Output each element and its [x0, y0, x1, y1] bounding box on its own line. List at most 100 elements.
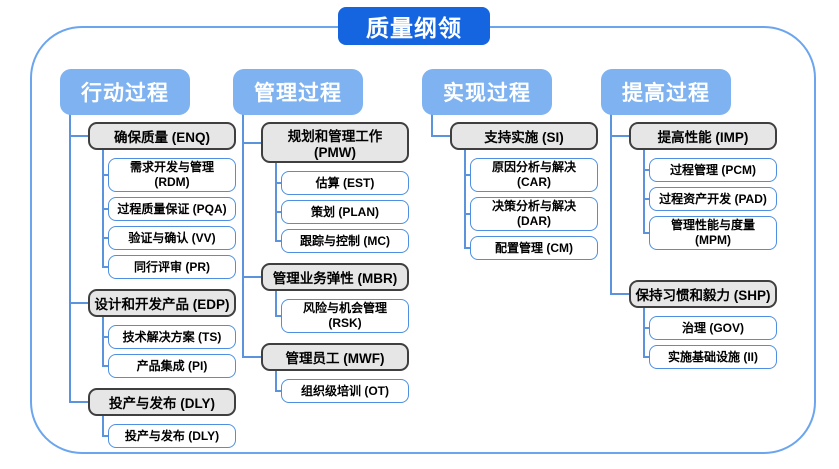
process-column: 管理过程规划和管理工作 (PMW)估算 (EST)策划 (PLAN)跟踪与控制 … [233, 69, 418, 403]
process-column: 提高过程提高性能 (IMP) 过程管理 (PCM) 过程资产开发 (PAD) 管理性能… [601, 69, 786, 369]
connector-line [610, 135, 629, 137]
connector-line [275, 240, 281, 242]
process-box: 管理性能与度量 (MPM) [649, 216, 777, 250]
category-box: 设计和开发产品 (EDP) [88, 289, 236, 317]
connector-line [102, 149, 104, 268]
process-group: 确保质量 (ENQ) 需求开发与管理 (RDM) 过程质量保证 (PQA) 验证与确认… [60, 122, 245, 279]
connector-line [102, 174, 108, 176]
group-children: 投产与发布 (DLY) [60, 424, 245, 448]
category-box: 保持习惯和毅力 (SHP) [629, 280, 777, 308]
process-group: 规划和管理工作 (PMW)估算 (EST)策划 (PLAN)跟踪与控制 (MC) [233, 122, 418, 253]
category-box: 投产与发布 (DLY) [88, 388, 236, 416]
connector-line [464, 149, 466, 249]
column-header: 管理过程 [233, 69, 363, 115]
group-children: 技术解决方案 (TS)产品集成 (PI) [60, 325, 245, 378]
process-box: 过程质量保证 (PQA) [108, 197, 236, 221]
connector-line [431, 135, 450, 137]
process-box: 原因分析与解决 (CAR) [470, 158, 598, 192]
process-box: 产品集成 (PI) [108, 354, 236, 378]
process-box: 投产与发布 (DLY) [108, 424, 236, 448]
connector-line [69, 302, 88, 304]
connector-line [102, 336, 108, 338]
connector-line [643, 232, 649, 234]
process-group: 管理员工 (MWF) 组织级培训 (OT) [233, 343, 418, 403]
connector-line [464, 213, 470, 215]
connector-line [643, 149, 645, 234]
connector-line [275, 390, 281, 392]
process-group: 设计和开发产品 (EDP) 技术解决方案 (TS)产品集成 (PI) [60, 289, 245, 378]
process-box: 决策分析与解决 (DAR) [470, 197, 598, 231]
group-children: 过程管理 (PCM) 过程资产开发 (PAD) 管理性能与度量 (MPM) [601, 158, 786, 250]
connector-line [69, 401, 88, 403]
connector-line [242, 114, 244, 358]
category-box: 确保质量 (ENQ) [88, 122, 236, 150]
category-box: 规划和管理工作 (PMW) [261, 122, 409, 163]
connector-line [69, 135, 88, 137]
diagram-title: 质量纲领 [338, 7, 490, 45]
connector-line [275, 162, 277, 242]
column-header: 实现过程 [422, 69, 552, 115]
category-box: 提高性能 (IMP) [629, 122, 777, 150]
column-header: 提高过程 [601, 69, 731, 115]
group-children: 治理 (GOV) 实施基础设施 (II) [601, 316, 786, 369]
connector-line [242, 142, 261, 144]
category-box: 管理员工 (MWF) [261, 343, 409, 371]
connector-line [275, 211, 281, 213]
group-children: 组织级培训 (OT) [233, 379, 418, 403]
process-group: 投产与发布 (DLY) 投产与发布 (DLY) [60, 388, 245, 448]
connector-line [102, 237, 108, 239]
process-column: 行动过程确保质量 (ENQ) 需求开发与管理 (RDM) 过程质量保证 (PQA) 验… [60, 69, 245, 448]
connector-line [102, 435, 108, 437]
connector-line [102, 266, 108, 268]
process-group: 支持实施 (SI) 原因分析与解决 (CAR) 决策分析与解决 (DAR) 配置管理 … [422, 122, 607, 260]
connector-line [464, 174, 470, 176]
connector-line [275, 290, 277, 317]
process-box: 配置管理 (CM) [470, 236, 598, 260]
process-group: 提高性能 (IMP) 过程管理 (PCM) 过程资产开发 (PAD) 管理性能与度量 … [601, 122, 786, 250]
process-box: 跟踪与控制 (MC) [281, 229, 409, 253]
group-children: 估算 (EST)策划 (PLAN)跟踪与控制 (MC) [233, 171, 418, 253]
connector-line [643, 169, 649, 171]
column-header: 行动过程 [60, 69, 190, 115]
connector-line [643, 198, 649, 200]
connector-line [643, 327, 649, 329]
column-body: 规划和管理工作 (PMW)估算 (EST)策划 (PLAN)跟踪与控制 (MC)… [233, 115, 418, 403]
connector-line [102, 415, 104, 437]
process-group: 保持习惯和毅力 (SHP) 治理 (GOV) 实施基础设施 (II) [601, 280, 786, 369]
connector-line [610, 114, 612, 295]
connector-line [643, 356, 649, 358]
process-group: 管理业务弹性 (MBR) 风险与机会管理 (RSK) [233, 263, 418, 333]
connector-line [102, 316, 104, 367]
connector-line [242, 276, 261, 278]
process-box: 同行评审 (PR) [108, 255, 236, 279]
connector-line [242, 356, 261, 358]
process-box: 实施基础设施 (II) [649, 345, 777, 369]
connector-line [431, 114, 433, 137]
column-body: 支持实施 (SI) 原因分析与解决 (CAR) 决策分析与解决 (DAR) 配置管理 … [422, 115, 607, 260]
connector-line [464, 247, 470, 249]
process-box: 治理 (GOV) [649, 316, 777, 340]
group-children: 需求开发与管理 (RDM) 过程质量保证 (PQA) 验证与确认 (VV) 同行评审 … [60, 158, 245, 279]
process-box: 需求开发与管理 (RDM) [108, 158, 236, 192]
process-column: 实现过程支持实施 (SI) 原因分析与解决 (CAR) 决策分析与解决 (DAR) 配… [422, 69, 607, 260]
category-box: 支持实施 (SI) [450, 122, 598, 150]
connector-line [102, 208, 108, 210]
group-children: 风险与机会管理 (RSK) [233, 299, 418, 333]
column-body: 提高性能 (IMP) 过程管理 (PCM) 过程资产开发 (PAD) 管理性能与度量 … [601, 115, 786, 369]
connector-line [102, 365, 108, 367]
connector-line [610, 293, 629, 295]
connector-line [275, 315, 281, 317]
process-box: 过程管理 (PCM) [649, 158, 777, 182]
connector-line [643, 307, 645, 358]
process-box: 验证与确认 (VV) [108, 226, 236, 250]
column-body: 确保质量 (ENQ) 需求开发与管理 (RDM) 过程质量保证 (PQA) 验证与确认… [60, 115, 245, 448]
group-children: 原因分析与解决 (CAR) 决策分析与解决 (DAR) 配置管理 (CM) [422, 158, 607, 260]
process-box: 组织级培训 (OT) [281, 379, 409, 403]
process-box: 风险与机会管理 (RSK) [281, 299, 409, 333]
category-box: 管理业务弹性 (MBR) [261, 263, 409, 291]
process-box: 过程资产开发 (PAD) [649, 187, 777, 211]
process-box: 策划 (PLAN) [281, 200, 409, 224]
connector-line [69, 114, 71, 403]
